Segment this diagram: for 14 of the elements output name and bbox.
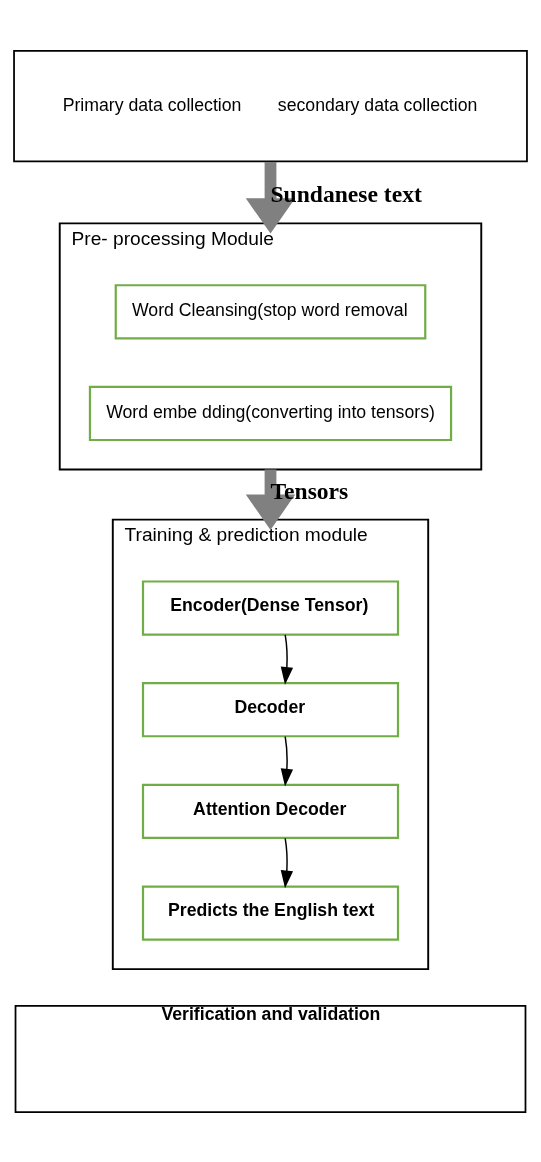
edge-label: Sundanese text xyxy=(270,180,422,207)
arrow xyxy=(280,837,294,888)
node-box: Primary data collection secondary data collection xyxy=(13,49,528,162)
node-box: Predicts the English text xyxy=(141,885,400,941)
arrow xyxy=(280,735,294,786)
node-box: Word embe dding(converting into tensors) xyxy=(88,385,453,441)
node-box: Encoder(Dense Tensor) xyxy=(141,579,400,636)
node-box: Verification and validation xyxy=(14,1004,527,1113)
node-box: Attention Decoder xyxy=(141,783,400,839)
arrow xyxy=(245,469,296,530)
arrow xyxy=(280,633,294,685)
edge-label: Tensors xyxy=(270,477,349,504)
node-box: Decoder xyxy=(141,681,400,737)
node-box: Word Cleansing(stop word removal xyxy=(114,283,427,339)
